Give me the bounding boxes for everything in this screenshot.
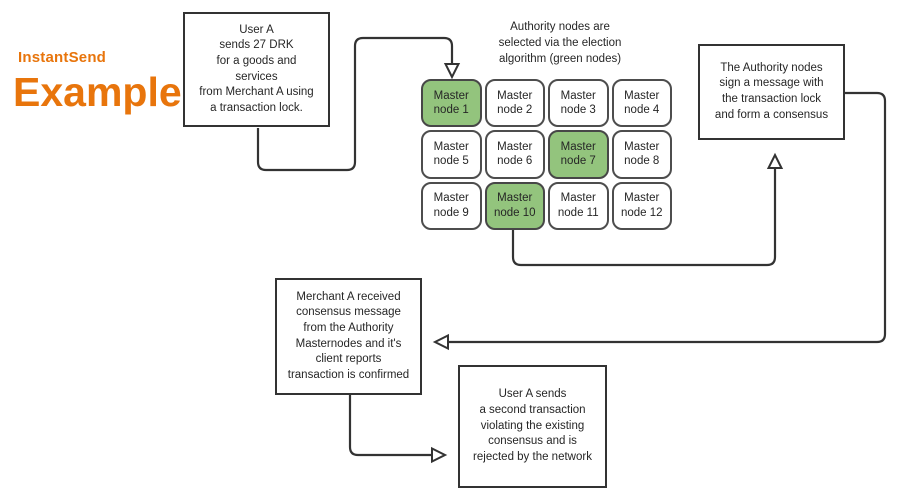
masternode-12: Master node 12 bbox=[611, 181, 672, 230]
connector-node10-to-authority bbox=[511, 168, 777, 267]
masternode-7: Master node 7 bbox=[548, 130, 609, 179]
arrowhead-right-icon bbox=[431, 446, 448, 464]
connector-authority-to-merchant bbox=[448, 91, 887, 344]
step-box-second-transaction: User A sends a second transaction violat… bbox=[458, 365, 607, 488]
step-text: The Authority nodes sign a message with … bbox=[714, 61, 829, 121]
masternode-3: Master node 3 bbox=[548, 79, 609, 128]
page-title: Example bbox=[13, 69, 182, 115]
step-box-authority-sign: The Authority nodes sign a message with … bbox=[698, 44, 845, 140]
masternode-10: Master node 10 bbox=[484, 181, 545, 230]
arrowhead-up-icon bbox=[766, 152, 784, 169]
masternode-8: Master node 8 bbox=[611, 130, 672, 179]
authority-caption: Authority nodes are selected via the ele… bbox=[498, 21, 622, 65]
step-text: User A sends a second transaction violat… bbox=[473, 388, 592, 463]
masternode-1: Master node 1 bbox=[421, 79, 482, 128]
arrowhead-left-icon bbox=[432, 333, 449, 351]
step-box-merchant-confirm: Merchant A received consensus message fr… bbox=[275, 278, 422, 395]
masternode-9: Master node 9 bbox=[421, 181, 482, 230]
arrowhead-down-icon bbox=[443, 63, 461, 80]
masternode-5: Master node 5 bbox=[421, 130, 482, 179]
masternode-2: Master node 2 bbox=[484, 79, 545, 128]
masternode-grid: Master node 1 Master node 2 Master node … bbox=[421, 79, 672, 230]
connector-merchant-to-secondtx bbox=[348, 395, 432, 457]
masternode-4: Master node 4 bbox=[611, 79, 672, 128]
step-box-user-send: User A sends 27 DRK for a goods and serv… bbox=[183, 12, 330, 127]
masternode-11: Master node 11 bbox=[548, 181, 609, 230]
connector-user-to-node1 bbox=[256, 36, 454, 172]
masternode-6: Master node 6 bbox=[484, 130, 545, 179]
step-text: Merchant A received consensus message fr… bbox=[287, 290, 410, 381]
brand-label: InstantSend bbox=[18, 49, 107, 66]
step-text: User A sends 27 DRK for a goods and serv… bbox=[199, 23, 314, 114]
